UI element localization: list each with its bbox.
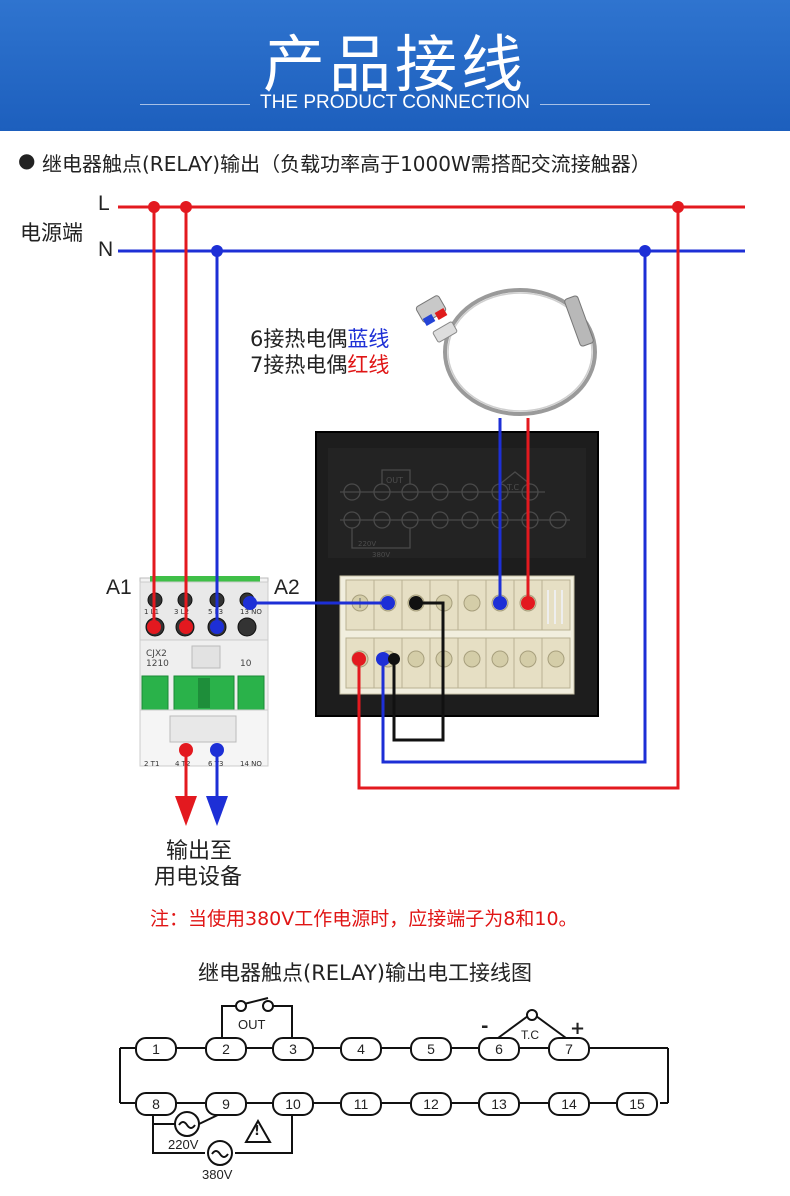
neutral-line-label: N: [98, 238, 114, 261]
terminal-pill: 8: [135, 1092, 177, 1116]
contactor-aux: 10: [240, 659, 252, 669]
out-label: OUT: [238, 1017, 266, 1032]
terminal-pill: 10: [272, 1092, 314, 1116]
page-title: 产品接线: [262, 28, 527, 101]
live-wires: [152, 207, 680, 800]
v380-label: 380V: [202, 1167, 233, 1182]
terminal-pill: 9: [205, 1092, 247, 1116]
tc-note-prefix: 7接热电偶: [250, 353, 348, 377]
divider: [540, 104, 650, 105]
voltage-note: 注：当使用380V工作电源时，应接端子为8和10。: [150, 908, 578, 930]
schematic-symbols: [174, 1000, 538, 1166]
output-arrow-neutral: [206, 796, 228, 826]
tc-plus-label: +: [570, 1018, 586, 1039]
tc-note-line2: 7接热电偶红线: [250, 349, 389, 379]
terminal-pill: 4: [340, 1037, 382, 1061]
wiring-schematic: [119, 997, 669, 1154]
contactor-term: 3 L2: [174, 608, 189, 616]
intro-text: 继电器触点(RELAY)输出（负载功率高于1000W需搭配交流接触器）: [42, 152, 651, 176]
terminal-pill: 13: [478, 1092, 520, 1116]
thermocouple-probe: [415, 288, 597, 416]
divider: [140, 104, 250, 105]
bridge-wire: [392, 601, 445, 742]
contactor-rating: 1210: [146, 659, 169, 669]
terminal-pill: 7: [548, 1037, 590, 1061]
tc-note-line1: 6接热电偶蓝线: [250, 323, 389, 353]
coil-terminal-a1: A1: [106, 576, 132, 599]
v220-label: 220V: [168, 1137, 199, 1152]
contactor-term: 4 T2: [175, 760, 190, 768]
live-line-label: L: [98, 192, 110, 215]
tc-label: T.C: [521, 1028, 539, 1042]
terminal-pill: 14: [548, 1092, 590, 1116]
tc-blue-wire-label: 蓝线: [347, 327, 390, 351]
terminal-pill: 12: [410, 1092, 452, 1116]
page-subtitle: THE PRODUCT CONNECTION: [260, 92, 530, 113]
output-label-line2: 用电设备: [154, 865, 243, 890]
terminal-pill: 1: [135, 1037, 177, 1061]
terminal-pill: 2: [205, 1037, 247, 1061]
controller-220v-embossed: 220V: [358, 540, 376, 548]
terminal-pill: 11: [340, 1092, 382, 1116]
coil-terminal-a2: A2: [274, 576, 300, 599]
contactor-term: 1 L1: [144, 608, 159, 616]
output-arrow-live: [175, 796, 197, 826]
tc-minus-label: -: [481, 1016, 489, 1037]
contactor-term: 2 T1: [144, 760, 159, 768]
controller-tc-embossed: T.C: [506, 483, 519, 492]
contactor-model: CJX2: [146, 649, 167, 659]
power-label: 电源端: [20, 221, 83, 245]
terminal-pill: 5: [410, 1037, 452, 1061]
terminal-pill: 6: [478, 1037, 520, 1061]
contactor-term: 13 NO: [240, 608, 262, 616]
bullet: ●: [18, 148, 36, 172]
terminal-pill: 3: [272, 1037, 314, 1061]
junction-dots: [147, 201, 684, 757]
schematic-title: 继电器触点(RELAY)输出电工接线图: [198, 961, 532, 985]
tc-red-wire-label: 红线: [347, 353, 390, 377]
controller-380v-embossed: 380V: [372, 551, 390, 559]
output-label-line1: 输出至: [166, 839, 233, 864]
tc-note-prefix: 6接热电偶: [250, 327, 348, 351]
warning-icon: !: [254, 1124, 260, 1139]
contactor-term: 14 NO: [240, 760, 262, 768]
controller-out-embossed: OUT: [386, 476, 403, 485]
header-banner: 产品接线 THE PRODUCT CONNECTION: [0, 0, 790, 131]
neutral-wires: [215, 251, 647, 800]
terminal-pill: 15: [616, 1092, 658, 1116]
